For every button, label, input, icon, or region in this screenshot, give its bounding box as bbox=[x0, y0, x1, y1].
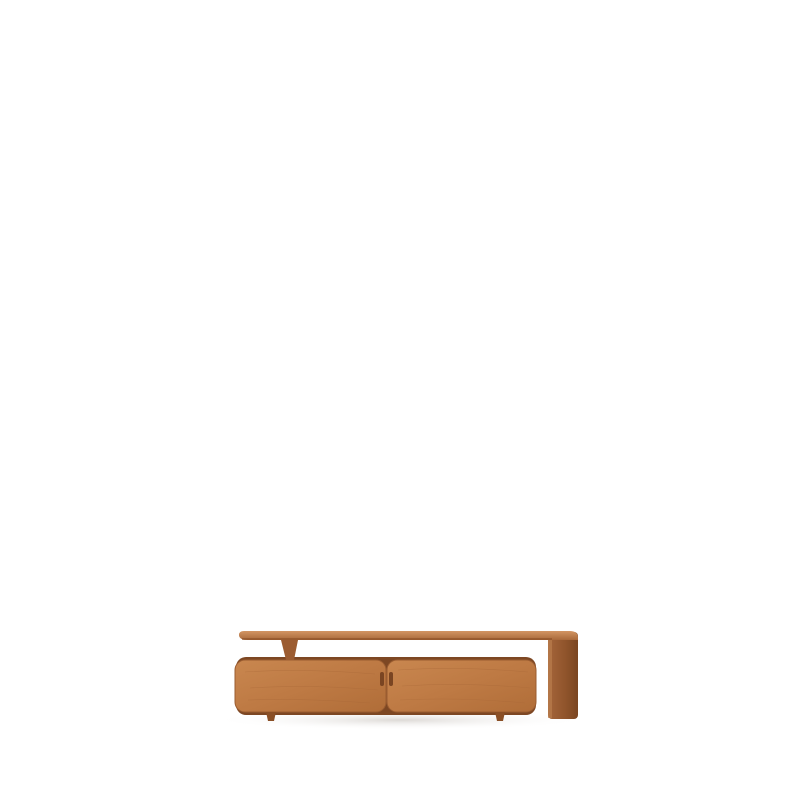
right-drawer-handle bbox=[389, 672, 393, 686]
top-shelf bbox=[239, 631, 578, 640]
right-leg bbox=[548, 632, 578, 719]
shelf-support bbox=[281, 640, 298, 660]
right-drawer bbox=[386, 659, 537, 713]
right-foot bbox=[495, 712, 505, 721]
top-shelf-edge bbox=[242, 638, 552, 640]
left-drawer-handle bbox=[380, 672, 384, 686]
left-foot bbox=[266, 712, 276, 721]
left-drawer bbox=[234, 659, 387, 713]
wood-grain bbox=[244, 668, 531, 704]
right-leg-edge bbox=[548, 636, 552, 718]
